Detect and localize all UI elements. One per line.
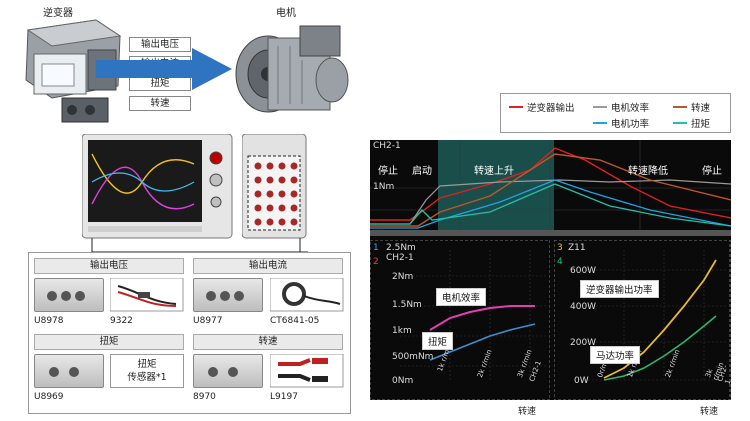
legend-item-motor-power: 电机功率 — [593, 116, 649, 130]
card-title-torque: 扭矩 — [34, 334, 184, 350]
probe-9322-image — [110, 278, 184, 312]
module-u8978-ports — [44, 288, 94, 302]
clamp-ct6841-image — [270, 278, 344, 312]
torque-sensor-box: 扭矩 传感器*1 — [110, 354, 184, 388]
cable-l9197-image — [270, 354, 344, 388]
scope-right-ytick-2: 200W — [570, 338, 597, 348]
scope-right-panel — [554, 240, 731, 400]
arrow-icon — [96, 48, 232, 90]
legend-item-inverter-output: 逆变器输出 — [509, 100, 575, 114]
scope-left-ytick-0: 2Nm — [392, 272, 414, 282]
signal-speed: 转速 — [129, 96, 191, 111]
xaxis-label-right: 转速 — [700, 407, 719, 417]
scope-right-idx-a: 3 — [557, 243, 563, 253]
scope-right-ytick-3: 0W — [574, 376, 589, 386]
motor-image — [235, 25, 349, 113]
caption-ct6841: CT6841-05 — [270, 316, 320, 326]
legend-item-speed: 转速 — [673, 100, 710, 114]
phase-stop-2: 停止 — [702, 166, 722, 177]
caption-8970: 8970 — [193, 392, 216, 402]
scope-left-ytick-1: 1.5Nm — [392, 300, 422, 310]
callout-motor-power: 马达功率 — [590, 346, 641, 364]
card-title-speed: 转速 — [193, 334, 343, 350]
module-catalog — [28, 252, 351, 414]
scope-top-ylabel: 1Nm — [373, 182, 395, 192]
scope-left-ytick-3: 500mNm — [392, 352, 434, 362]
scope-left-panel — [370, 240, 550, 400]
power-analyzer-image — [82, 134, 233, 239]
module-u8969-ports — [44, 364, 94, 378]
inverter-label: 逆变器 — [43, 8, 73, 19]
phase-stop-1: 停止 — [378, 166, 398, 177]
card-title-voltage: 输出电压 — [34, 258, 184, 274]
scope-top-panel — [370, 140, 731, 236]
module-rack-image — [242, 134, 307, 239]
callout-inverter-output-power: 逆变器输出功率 — [580, 280, 659, 298]
module-8970-ports — [203, 364, 253, 378]
card-title-current: 输出电流 — [193, 258, 343, 274]
signal-voltage: 输出电压 — [129, 37, 191, 52]
scope-left-ytick-2: 1km — [392, 326, 412, 336]
scope-left-idx-a: 1 — [373, 243, 379, 253]
scope-left-channel: CH2-1 — [386, 253, 414, 263]
module-u8969 — [34, 354, 104, 388]
scope-left-ytick-4: 0Nm — [392, 376, 414, 386]
caption-u8977: U8977 — [193, 316, 223, 326]
legend-item-motor-efficiency: 电机效率 — [593, 100, 649, 114]
caption-u8969: U8969 — [34, 392, 64, 402]
xaxis-label-left: 转速 — [518, 407, 537, 417]
phase-speed-up: 转速上升 — [474, 166, 514, 177]
module-u8977-ports — [203, 288, 253, 302]
phase-start: 启动 — [412, 166, 432, 177]
chart-legend: 逆变器输出 电机效率 转速 电机功率 扭矩 — [500, 93, 731, 133]
motor-label: 电机 — [276, 8, 296, 19]
scope-right-ytick-1: 400W — [570, 302, 597, 312]
caption-l9197: L9197 — [270, 392, 298, 402]
callout-motor-efficiency: 电机效率 — [436, 288, 487, 306]
scope-right-ytick-0: 600W — [570, 266, 597, 276]
scope-display: CH2-1 1Nm 停止 启动 转速上升 转速降低 停止 1 2 2.5Nm C… — [370, 140, 733, 400]
scope-right-channel: Z11 — [568, 243, 586, 253]
caption-u8978: U8978 — [34, 316, 64, 326]
scope-right-idx-b: 4 — [557, 257, 563, 267]
module-8970 — [193, 354, 263, 388]
phase-speed-down: 转速降低 — [628, 166, 668, 177]
module-u8978 — [34, 278, 104, 312]
callout-torque: 扭矩 — [422, 332, 454, 350]
scope-left-idx-b: 2 — [373, 257, 379, 267]
scope-top-channel: CH2-1 — [373, 141, 401, 151]
legend-item-torque: 扭矩 — [673, 116, 710, 130]
caption-9322: 9322 — [110, 316, 133, 326]
scope-left-topval: 2.5Nm — [386, 243, 416, 253]
